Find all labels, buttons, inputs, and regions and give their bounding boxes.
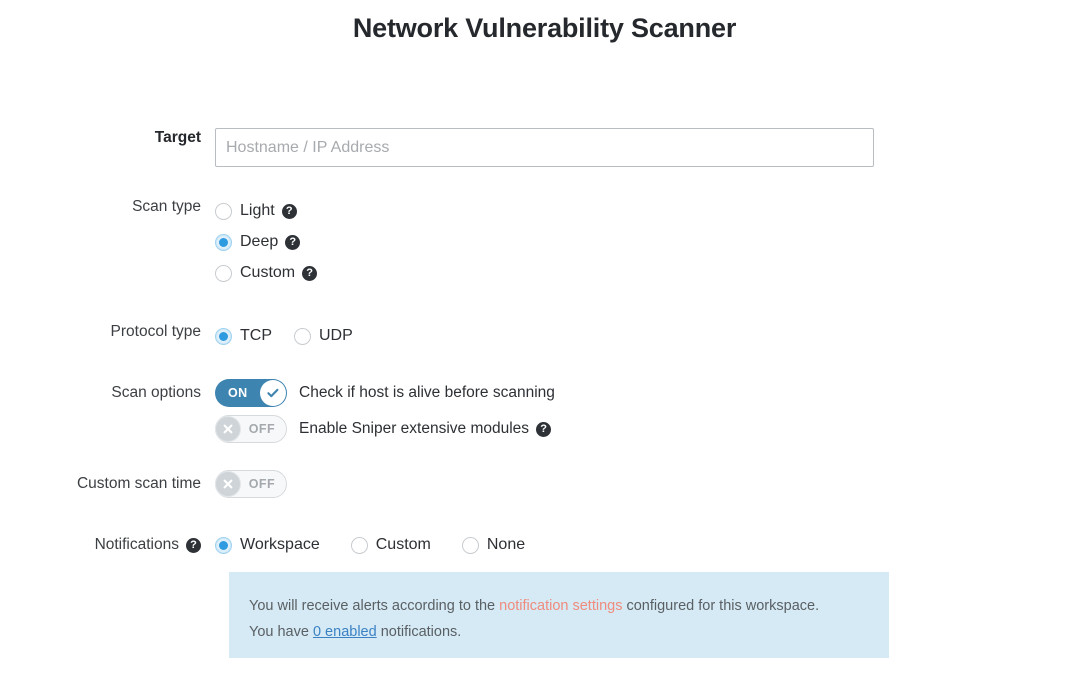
- scan-option-host-alive: ON Check if host is alive before scannin…: [215, 379, 555, 407]
- radio-deep[interactable]: [215, 233, 232, 251]
- scan-options-list: ON Check if host is alive before scannin…: [215, 379, 555, 443]
- radio-label-none: None: [486, 536, 526, 553]
- page-title: Network Vulnerability Scanner: [352, 13, 737, 43]
- notifications-label: Notifications: [94, 536, 179, 553]
- radio-label-tcp: TCP: [240, 327, 272, 344]
- toggle-state-label-host-alive: ON: [228, 386, 248, 400]
- scan-option-text-host-alive: Check if host is alive before scanning: [299, 384, 555, 401]
- toggle-knob-custom-scan-time: [215, 471, 241, 497]
- notifications-options: Workspace Custom None: [215, 531, 525, 559]
- toggle-state-label-custom-scan-time: OFF: [248, 477, 275, 491]
- info-line-1-after: configured for this workspace.: [622, 598, 820, 614]
- radio-label-deep: Deep: [240, 233, 279, 250]
- info-line-1: You will receive alerts according to the…: [249, 593, 869, 619]
- scan-type-label: Scan type: [132, 198, 201, 215]
- radio-notifications-workspace[interactable]: [215, 536, 232, 554]
- notifications-info-box: You will receive alerts according to the…: [229, 572, 889, 658]
- custom-scan-time-row: Custom scan time OFF: [0, 470, 287, 503]
- radio-light[interactable]: [215, 202, 232, 220]
- enabled-notifications-link[interactable]: 0 enabled: [312, 624, 377, 640]
- scan-option-text-sniper: Enable Sniper extensive modules: [299, 420, 530, 437]
- notification-settings-link[interactable]: notification settings: [499, 598, 623, 614]
- scan-options-row: Scan options ON Check if host is alive b…: [0, 379, 555, 443]
- notifications-row: Notifications ? Workspace Custom None: [0, 531, 525, 559]
- protocol-type-options: TCP UDP: [215, 322, 353, 350]
- target-row: Target: [0, 128, 874, 167]
- custom-scan-time-label-wrap: Custom scan time: [0, 470, 215, 498]
- scan-type-option-deep[interactable]: Deep ?: [215, 228, 317, 256]
- close-icon: [223, 479, 233, 489]
- toggle-custom-scan-time[interactable]: OFF: [215, 470, 287, 498]
- toggle-knob-sniper: [215, 416, 241, 442]
- help-icon-custom[interactable]: ?: [302, 265, 318, 281]
- target-control: [215, 128, 874, 167]
- check-icon: [267, 388, 279, 398]
- toggle-sniper-modules[interactable]: OFF: [215, 415, 287, 443]
- info-line-2-after: notifications.: [376, 624, 462, 640]
- radio-label-workspace: Workspace: [240, 536, 320, 553]
- scan-options-label: Scan options: [111, 384, 201, 401]
- help-icon-deep[interactable]: ?: [285, 234, 301, 250]
- radio-label-notifications-custom: Custom: [375, 536, 431, 553]
- info-line-1-before: You will receive alerts according to the: [249, 598, 500, 614]
- scan-type-option-light[interactable]: Light ?: [215, 197, 317, 225]
- scan-type-option-custom[interactable]: Custom ?: [215, 259, 318, 287]
- scan-option-sniper-modules: OFF Enable Sniper extensive modules ?: [215, 415, 555, 443]
- info-line-2: You have 0 enabled notifications.: [249, 619, 869, 645]
- radio-notifications-custom[interactable]: [350, 536, 368, 554]
- target-input[interactable]: [215, 128, 874, 167]
- radio-tcp[interactable]: [215, 327, 232, 345]
- toggle-state-label-sniper: OFF: [248, 422, 275, 436]
- notifications-label-wrap: Notifications ?: [0, 531, 215, 559]
- toggle-check-host-alive[interactable]: ON: [215, 379, 287, 407]
- radio-label-custom: Custom: [240, 264, 296, 281]
- close-icon: [223, 424, 233, 434]
- radio-notifications-none[interactable]: [461, 536, 479, 554]
- radio-udp[interactable]: [294, 327, 311, 345]
- radio-label-udp: UDP: [319, 327, 353, 344]
- info-line-2-before: You have: [249, 624, 313, 640]
- custom-scan-time-control: OFF: [215, 470, 287, 503]
- scan-type-options: Light ? Deep ? Custom ?: [215, 197, 318, 287]
- help-icon-notifications[interactable]: ?: [186, 537, 201, 553]
- custom-scan-time-label: Custom scan time: [76, 475, 201, 492]
- radio-custom[interactable]: [215, 264, 232, 282]
- target-label: Target: [154, 129, 201, 146]
- toggle-knob-host-alive: [260, 380, 286, 406]
- help-icon-light[interactable]: ?: [281, 203, 297, 219]
- protocol-type-label: Protocol type: [110, 323, 201, 340]
- protocol-type-row: Protocol type TCP UDP: [0, 322, 353, 350]
- radio-label-light: Light: [240, 202, 275, 219]
- scan-type-row: Scan type Light ? Deep ? Custom ?: [0, 197, 318, 287]
- help-icon-sniper[interactable]: ?: [536, 421, 552, 437]
